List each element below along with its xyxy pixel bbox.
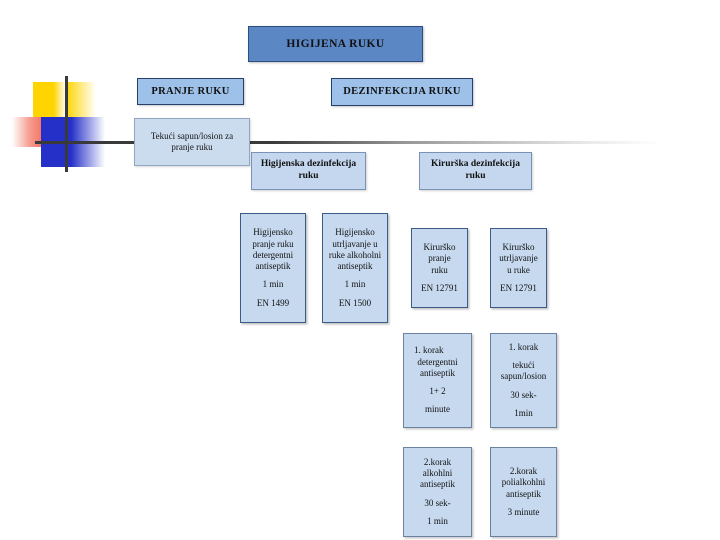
node-higijensko-utrljavanje: Higijensko utrljavanje u ruke alkoholni … xyxy=(322,213,388,323)
logo-horizontal-rule xyxy=(35,141,660,144)
node-standard: EN 12791 xyxy=(421,282,458,293)
node-line-3: sapun/losion xyxy=(500,371,547,382)
node-step-label: 1. korak xyxy=(414,345,444,356)
node-line-3: antiseptik xyxy=(506,488,541,499)
node-line-4: antiseptik xyxy=(337,261,373,271)
node-duration-1: 3 minute xyxy=(507,506,540,517)
node-kirurska-dezinfekcija: Kirurška dezinfekcija ruku xyxy=(419,152,532,190)
node-higijenska-dezinfekcija: Higijenska dezinfekcija ruku xyxy=(251,152,366,190)
node-kirursko-utrljavanje: Kirurško utrljavanje u ruke EN 12791 xyxy=(490,228,547,308)
node-duration-2: 1min xyxy=(514,407,533,418)
node-line-2: pranje ruku xyxy=(252,238,294,249)
node-line-2: ruku xyxy=(465,171,486,181)
node-line-2: detergentni xyxy=(417,356,458,367)
node-line-1: Kirurška dezinfekcija xyxy=(431,159,520,170)
node-line-2: utrljavanje u xyxy=(332,238,378,249)
node-kirursko-pranje-korak-2: 2.korak alkohlni antiseptik 30 sek- 1 mi… xyxy=(403,447,472,537)
node-higijensko-pranje: Higijensko pranje ruku detergentni antis… xyxy=(240,213,306,323)
node-duration: 1 min xyxy=(344,279,366,290)
node-line-2: tekući xyxy=(512,360,535,371)
node-line-3: detergentni xyxy=(252,249,294,260)
logo-yellow-square xyxy=(33,82,66,117)
node-line-4: antiseptik xyxy=(255,261,291,271)
node-tekuci-sapun: Tekući sapun/losion za pranje ruku xyxy=(134,118,250,166)
logo-yellow-fade xyxy=(66,82,96,117)
node-kirursko-utrljavanje-korak-1: 1. korak tekući sapun/losion 30 sek- 1mi… xyxy=(490,333,557,428)
node-kirursko-pranje: Kirurško pranje ruku EN 12791 xyxy=(411,228,468,308)
node-line-1: Higijensko xyxy=(253,227,293,238)
node-line-2: polialkohlni xyxy=(501,477,546,488)
node-line-2: utrljavanje xyxy=(499,253,538,264)
node-line-1: Higijenska dezinfekcija xyxy=(260,159,357,170)
node-line-3: u ruke xyxy=(507,264,530,275)
node-duration-2: minute xyxy=(425,404,450,415)
node-duration: 1 min xyxy=(262,279,284,290)
node-duration-1: 30 sek- xyxy=(424,497,451,508)
node-dezinfekcija-ruku: DEZINFEKCIJA RUKU xyxy=(331,78,473,106)
node-line-3: ruku xyxy=(431,264,448,275)
node-step-label: 2.korak xyxy=(509,466,538,476)
node-step-label: 1. korak xyxy=(508,341,539,352)
node-higijena-ruku: HIGIJENA RUKU xyxy=(248,26,423,62)
node-line-2: ruku xyxy=(298,171,319,181)
node-duration-1: 30 sek- xyxy=(510,389,537,400)
node-label: DEZINFEKCIJA RUKU xyxy=(343,86,461,98)
node-line-3: antiseptik xyxy=(420,367,455,378)
node-line-3: antiseptik xyxy=(420,479,455,490)
node-label: HIGIJENA RUKU xyxy=(286,37,385,50)
node-line-2: pranje xyxy=(428,253,451,264)
node-line-1: Kirurško xyxy=(502,242,535,252)
node-kirursko-utrljavanje-korak-2: 2.korak polialkohlni antiseptik 3 minute xyxy=(490,447,557,537)
node-duration-2: 1 min xyxy=(427,515,448,526)
node-kirursko-pranje-korak-1: 1. korak detergentni antiseptik 1+ 2 min… xyxy=(403,333,472,428)
node-duration-1: 1+ 2 xyxy=(429,386,446,397)
node-line-1: Tekući sapun/losion za xyxy=(150,130,234,141)
node-label: PRANJE RUKU xyxy=(151,85,230,97)
node-pranje-ruku: PRANJE RUKU xyxy=(137,78,244,105)
node-line-1: Kirurško xyxy=(423,242,456,252)
node-line-1: Higijensko xyxy=(335,227,375,238)
node-line-2: alkohlni xyxy=(422,468,453,479)
logo-vertical-rule xyxy=(65,76,68,172)
node-standard: EN 1500 xyxy=(338,297,372,308)
node-line-2: pranje ruku xyxy=(171,142,213,152)
node-line-3: ruke alkoholni xyxy=(328,249,382,260)
node-standard: EN 1499 xyxy=(256,297,290,308)
node-standard: EN 12791 xyxy=(500,282,537,293)
node-step-label: 2.korak xyxy=(423,456,452,467)
